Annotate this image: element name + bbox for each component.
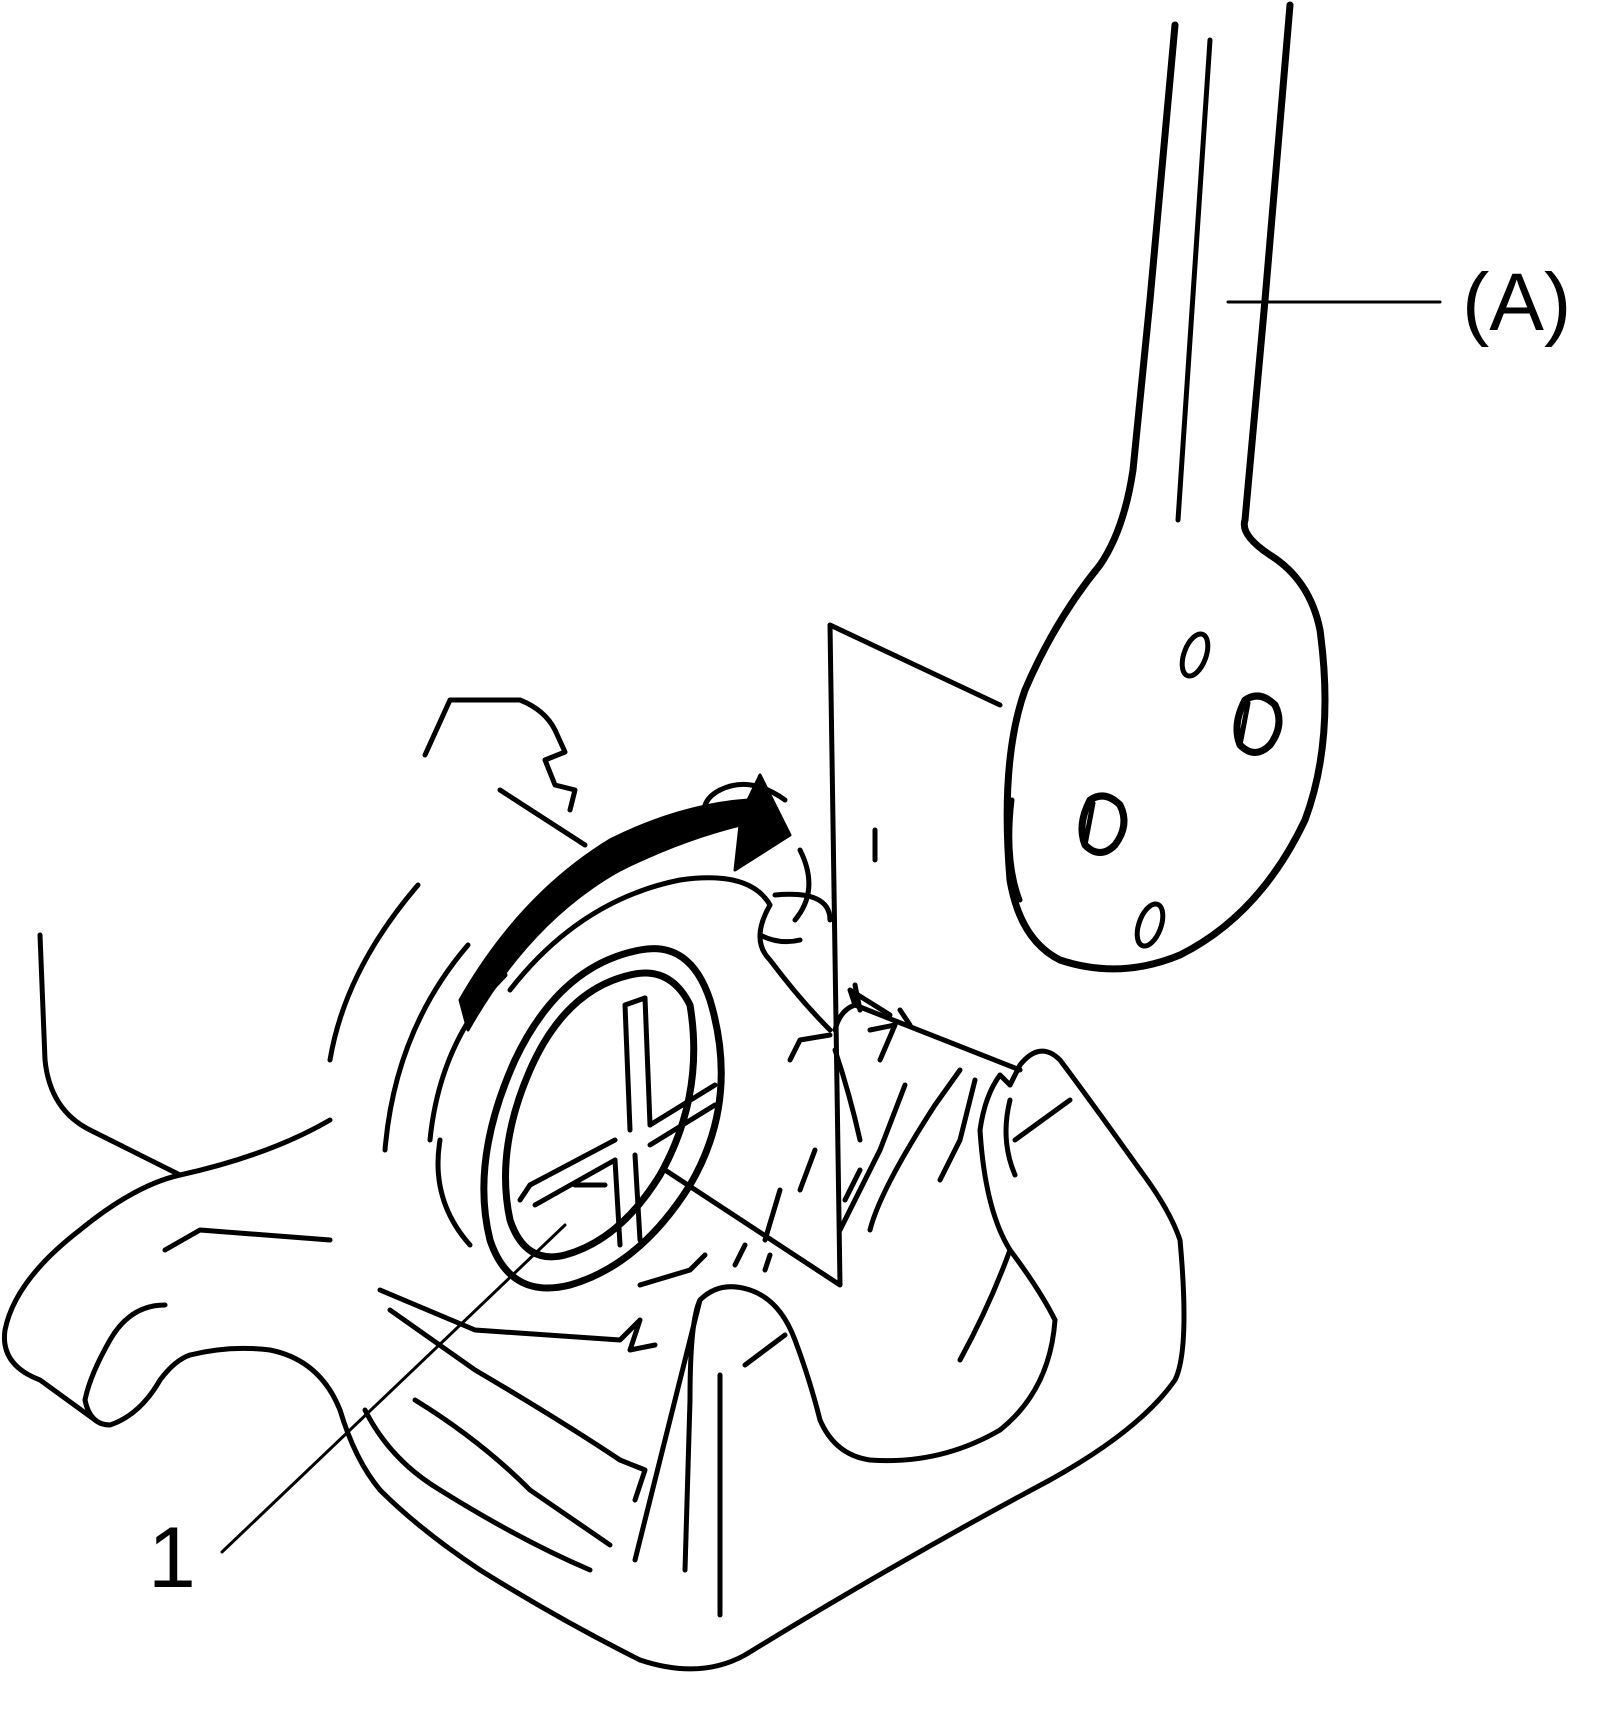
special-tool-wrench <box>1003 1 1329 973</box>
guide-plate <box>662 622 1003 1288</box>
tool-label: (A) <box>1462 257 1572 348</box>
caliper-body <box>1 697 1187 1672</box>
part-label: 1 <box>148 1510 196 1606</box>
leader-line-1 <box>220 1223 567 1554</box>
